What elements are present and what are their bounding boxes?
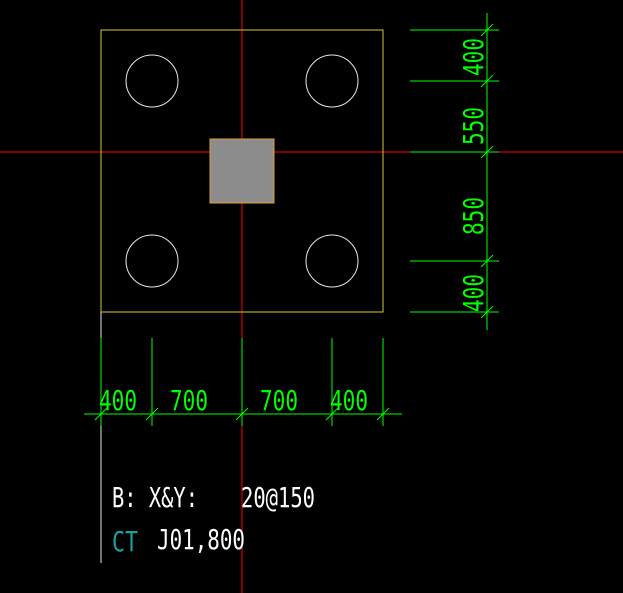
column — [209, 138, 275, 204]
bottom-tick-2 — [145, 407, 159, 421]
right-dimension-labels: 400 550 850 400 — [457, 38, 490, 312]
reinforcement-label: B: X&Y: — [112, 481, 198, 514]
bottom-dimension-chain — [84, 338, 402, 426]
bottom-tick-3 — [235, 407, 249, 421]
bottom-dim-label-3: 700 — [260, 384, 298, 417]
cap-tag: CT — [112, 525, 138, 558]
pile-top-left — [125, 54, 179, 108]
bottom-dim-label-2: 700 — [170, 384, 208, 417]
pile-cap-outline — [100, 29, 384, 313]
cap-name: J01,800 — [157, 523, 245, 556]
bottom-tick-4 — [325, 407, 339, 421]
bottom-tick-1 — [94, 407, 108, 421]
bottom-dimension-labels: 400 700 700 400 — [99, 384, 368, 417]
bottom-dim-label-4: 400 — [330, 384, 368, 417]
pile-top-right — [305, 54, 359, 108]
pile-bottom-left — [125, 234, 179, 288]
right-tick-1 — [480, 23, 494, 37]
right-dim-label-1: 400 — [457, 38, 490, 76]
bottom-tick-5 — [376, 407, 390, 421]
right-dim-label-2: 550 — [457, 107, 490, 145]
right-tick-3 — [480, 145, 494, 159]
right-dimension-chain — [410, 13, 499, 330]
right-tick-2 — [480, 74, 494, 88]
reinforcement-value: 20@150 — [241, 481, 315, 514]
bottom-dim-label-1: 400 — [99, 384, 137, 417]
right-dim-label-3: 850 — [457, 197, 490, 235]
right-tick-5 — [480, 305, 494, 319]
right-tick-4 — [480, 254, 494, 268]
right-dim-label-4: 400 — [457, 274, 490, 312]
pile-cap-notes: B: X&Y: 20@150 CT J01,800 — [112, 481, 315, 558]
pile-bottom-right — [305, 234, 359, 288]
